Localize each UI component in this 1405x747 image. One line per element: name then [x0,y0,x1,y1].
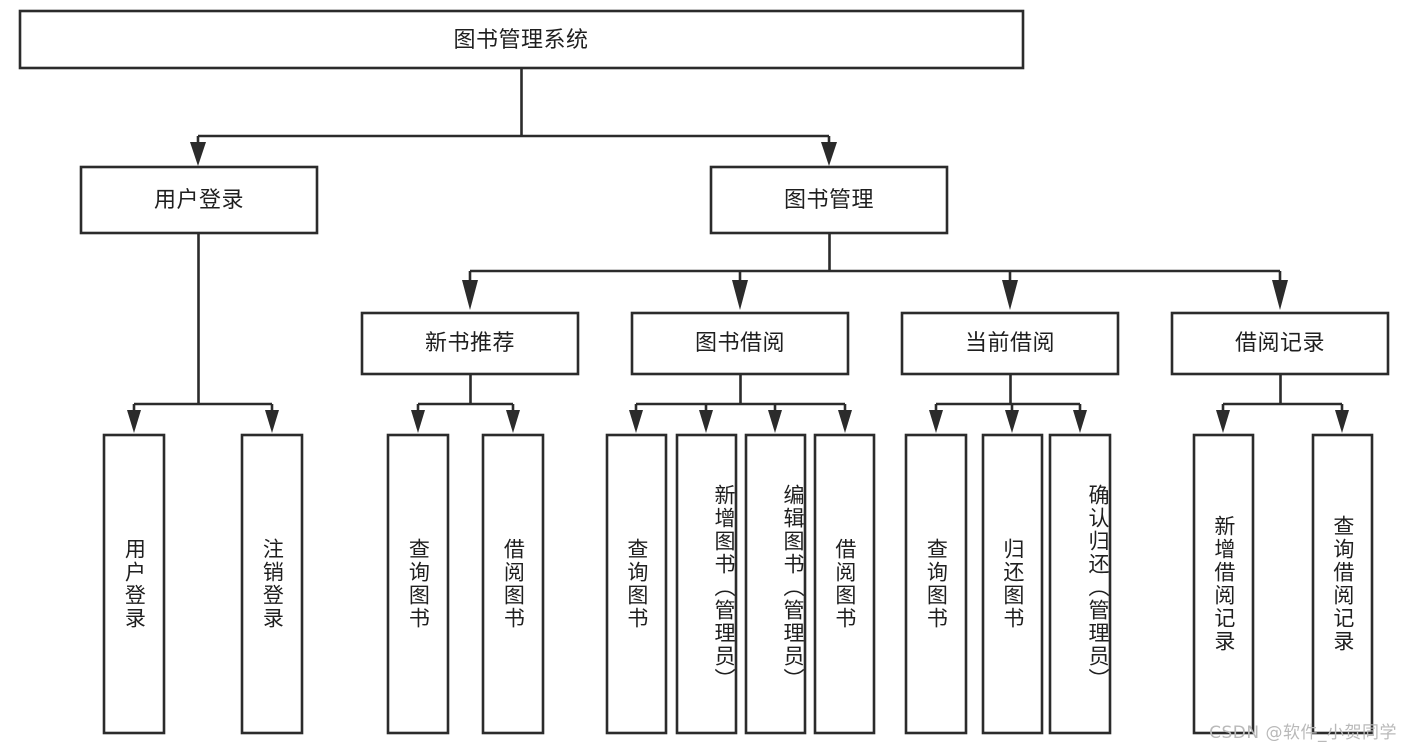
leaf-box-borrow-book[interactable] [813,433,876,735]
leaf-box-logout[interactable] [240,433,304,735]
watermark-text: CSDN @软件_小贺同学 [1209,723,1397,743]
arrow-head-icon [506,410,520,433]
arrow-head-icon [1002,280,1018,310]
arrow-head-icon [821,142,837,166]
arrow-head-icon [732,280,748,310]
connector-group-records [1216,374,1349,433]
arrow-head-icon [265,410,279,433]
arrow-head-icon [1335,410,1349,433]
node-book-borrow-label: 图书借阅 [695,331,785,356]
arrow-head-icon [127,410,141,433]
node-current-borrow-label: 当前借阅 [965,331,1055,356]
arrow-head-icon [838,410,852,433]
node-borrow-records-label: 借阅记录 [1235,331,1325,356]
leaf-box-query-borrow-record[interactable] [1311,433,1374,735]
node-book-management-box[interactable] [709,165,949,235]
arrow-head-icon [190,142,206,166]
node-borrow-records[interactable]: 借阅记录 [1170,311,1390,376]
node-root-box[interactable] [18,9,1025,70]
arrow-head-icon [768,410,782,433]
node-user-login-box[interactable] [79,165,319,235]
leaf-box-query-book-recommend[interactable] [386,433,450,735]
arrow-head-icon [1005,410,1019,433]
leaf-box-query-book-borrow[interactable] [605,433,668,735]
arrow-head-icon [1216,410,1230,433]
connector-group-borrow [629,374,852,433]
node-current-borrow-box[interactable] [900,311,1120,376]
arrow-head-icon [1073,410,1087,433]
node-new-book-recommend-label: 新书推荐 [425,331,515,356]
node-borrow-records-box[interactable] [1170,311,1390,376]
connector-group-current [929,374,1087,433]
arrow-head-icon [699,410,713,433]
leaf-box-add-book-admin[interactable] [675,433,738,735]
leaf-box-borrow-book-recommend[interactable] [481,433,545,735]
node-current-borrow[interactable]: 当前借阅 [900,311,1120,376]
node-root-label: 图书管理系统 [453,28,588,53]
node-book-borrow[interactable]: 图书借阅 [630,311,850,376]
leaf-box-query-book-current[interactable] [904,433,968,735]
leaf-box-user-login[interactable] [102,433,166,735]
leaf-box-group [102,433,1374,735]
leaf-box-confirm-return-admin[interactable] [1048,433,1112,735]
connector-group-newbook [411,374,520,433]
node-new-book-recommend-box[interactable] [360,311,580,376]
node-book-borrow-box[interactable] [630,311,850,376]
connector-group-root [190,68,837,166]
connector-group-login [127,233,279,433]
node-new-book-recommend[interactable]: 新书推荐 [360,311,580,376]
node-book-management[interactable]: 图书管理 [709,165,949,235]
leaf-box-edit-book-admin[interactable] [744,433,807,735]
arrow-head-icon [629,410,643,433]
arrow-head-icon [462,280,478,310]
node-book-management-label: 图书管理 [784,188,874,213]
node-user-login[interactable]: 用户登录 [79,165,319,235]
leaf-box-add-borrow-record[interactable] [1192,433,1255,735]
node-user-login-label: 用户登录 [154,188,244,213]
connector-group-bookmgmt [462,233,1288,310]
arrow-head-icon [929,410,943,433]
arrow-head-icon [1272,280,1288,310]
arrow-head-icon [411,410,425,433]
leaf-box-return-book[interactable] [981,433,1044,735]
node-root[interactable]: 图书管理系统 [18,9,1025,70]
